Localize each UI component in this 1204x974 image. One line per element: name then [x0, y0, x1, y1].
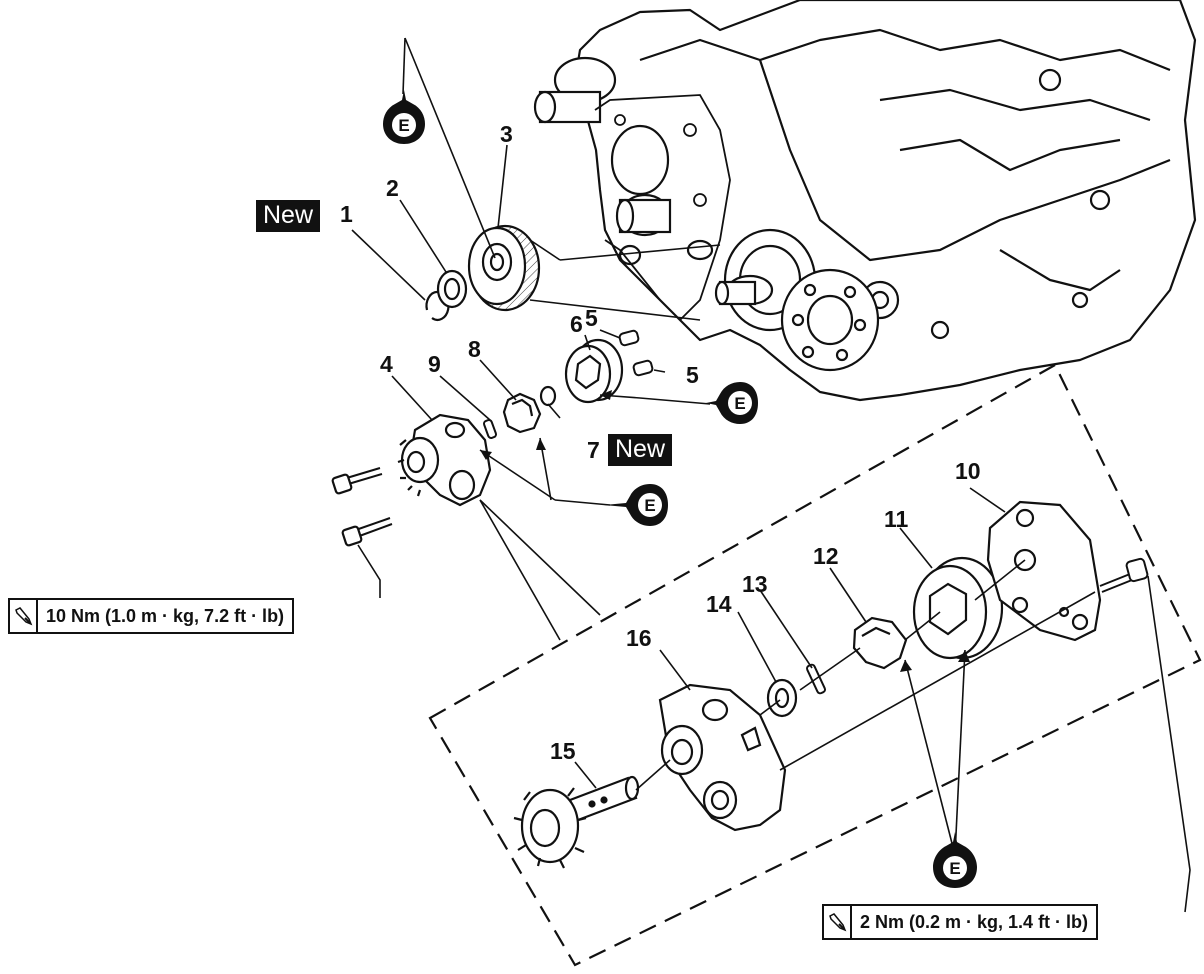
callout-9: 9: [428, 351, 441, 377]
callout-7: 7: [587, 437, 600, 463]
leader-lines: [351, 37, 1191, 913]
callout-5-upper: 5: [585, 305, 598, 331]
callout-16: 16: [626, 625, 652, 651]
part-11-outer-rotor: [912, 556, 1004, 660]
part-10-bolt: [1099, 557, 1149, 593]
part-6-outer-rotor: [564, 338, 624, 404]
part-5-dowel-pins: [618, 329, 654, 377]
callout-2: 2: [386, 175, 399, 201]
torque-spec-bolt-10: 2 Nm (0.2 m · kg, 1.4 ft · lb): [822, 904, 1099, 940]
part-10-cover-plate: [986, 500, 1102, 642]
crankcase-shafts: [533, 56, 880, 372]
callout-15: 15: [550, 738, 576, 764]
exploded-view-dashed-frame: [428, 363, 1202, 967]
part-4-oil-pump-assembly: [331, 413, 492, 547]
torque-wrench-icon: [824, 906, 852, 938]
engine-oil-icon: E: [706, 382, 758, 424]
engine-oil-icon: E: [604, 484, 668, 526]
part-16-pump-housing: [658, 683, 787, 832]
oil-symbol-letter: E: [949, 859, 960, 878]
case-plate: [594, 94, 731, 321]
new-part-badge-7: New: [608, 434, 673, 466]
arrowheads: [480, 390, 970, 672]
callout-5-lower: 5: [686, 362, 699, 388]
part-15-drive-shaft-gear: [513, 775, 640, 869]
part-9-pin: [483, 419, 497, 439]
callout-10: 10: [955, 458, 981, 484]
callout-6: 6: [570, 311, 583, 337]
new-part-badge-1: New: [256, 200, 321, 232]
callout-8: 8: [468, 336, 481, 362]
callout-12: 12: [813, 543, 839, 569]
part-7-circlip: [539, 385, 557, 407]
part-2-washer: [436, 269, 468, 309]
part-14-washer: [766, 678, 798, 718]
callout-1: 1: [340, 201, 353, 227]
torque-value-bolt-4: 10 Nm (1.0 m · kg, 7.2 ft · lb): [46, 605, 285, 626]
engine-oil-icon: E: [383, 90, 425, 144]
callout-11: 11: [884, 506, 909, 532]
part-8-inner-rotor: [502, 392, 542, 434]
callout-14: 14: [706, 591, 732, 617]
callout-4: 4: [380, 351, 393, 377]
oil-symbol-letter: E: [644, 496, 655, 515]
oil-symbol-letter: E: [398, 116, 409, 135]
callout-3: 3: [500, 121, 513, 147]
callout-13: 13: [742, 571, 768, 597]
part-12-inner-rotor: [852, 616, 908, 670]
torque-spec-bolt-4: 10 Nm (1.0 m · kg, 7.2 ft · lb): [8, 598, 295, 634]
oil-symbol-letter: E: [734, 394, 745, 413]
part-3-driven-gear: [467, 224, 541, 312]
engine-oil-icon: E: [933, 832, 977, 888]
torque-value-bolt-10: 2 Nm (0.2 m · kg, 1.4 ft · lb): [860, 911, 1089, 932]
torque-wrench-icon: [10, 600, 38, 632]
